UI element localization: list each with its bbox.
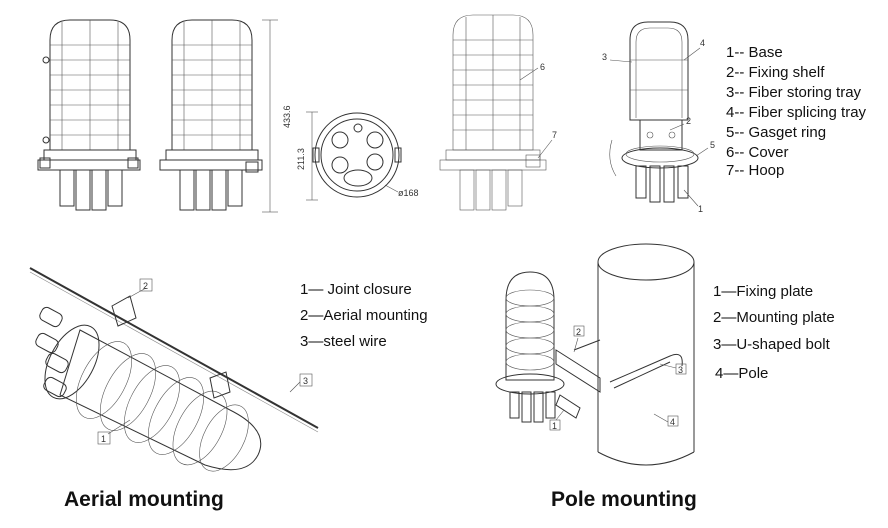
aerial-legend-item-joint-closure: 1— Joint closure	[300, 281, 412, 298]
pole-legend-item-u-shaped-bolt: 3—U-shaped bolt	[713, 336, 830, 353]
aerial-callout-2: 2	[143, 281, 148, 291]
exploded-callout-3: 3	[602, 52, 607, 62]
exploded-callout-2: 2	[686, 116, 691, 126]
aerial-caption: Aerial mounting	[64, 488, 224, 511]
dimension-diameter-label: ø168	[398, 188, 419, 198]
pole-legend-item-fixing-plate: 1—Fixing plate	[713, 283, 814, 300]
pole-callout-4: 4	[670, 417, 675, 427]
spec-legend: 1-- Base 2-- Fixing shelf 3-- Fiber stor…	[726, 44, 866, 180]
spec-legend-item-cover: 6-- Cover	[726, 144, 789, 161]
side-callout-7: 7	[552, 130, 557, 140]
aerial-callout-1: 1	[101, 434, 106, 444]
pole-mounting-hardware	[555, 339, 683, 419]
pole-legend-item-mounting-plate: 2—Mounting plate	[713, 309, 835, 326]
aerial-legend-item-steel-wire: 3—steel wire	[300, 333, 387, 350]
side-callout-6: 6	[540, 62, 545, 72]
spec-legend-item-fixing-shelf: 2-- Fixing shelf	[726, 64, 825, 81]
spec-legend-item-fiber-splicing-tray: 4-- Fiber splicing tray	[726, 104, 867, 121]
pole-callout-2: 2	[576, 327, 581, 337]
exploded-callout-4: 4	[700, 38, 705, 48]
pole-closure-body	[495, 271, 565, 423]
exploded-view-body	[609, 21, 699, 203]
pole-callout-1: 1	[552, 421, 557, 431]
dimension-height: 433.6	[262, 19, 292, 213]
spec-legend-item-fiber-storing-tray: 3-- Fiber storing tray	[726, 84, 862, 101]
bottom-view-body	[312, 112, 402, 198]
pole-callout-3: 3	[678, 365, 683, 375]
front-view-1-body	[37, 19, 141, 211]
aerial-legend-item-aerial-mounting: 2—Aerial mounting	[300, 307, 428, 324]
aerial-callout-3: 3	[303, 376, 308, 386]
exploded-callout-5: 5	[710, 140, 715, 150]
spec-legend-item-hoop: 7-- Hoop	[726, 162, 785, 179]
spec-legend-item-base: 1-- Base	[726, 44, 783, 61]
aerial-legend: 1— Joint closure 2—Aerial mounting 3—ste…	[300, 281, 428, 350]
steel-wire	[29, 267, 319, 429]
front-view-2-body	[159, 19, 263, 211]
side-view-body	[439, 14, 547, 211]
spec-legend-item-gasget-ring: 5-- Gasget ring	[726, 124, 827, 141]
pole-legend: 1—Fixing plate 2—Mounting plate 3—U-shap…	[713, 283, 835, 382]
pole-caption: Pole mounting	[551, 488, 697, 511]
pole	[597, 243, 695, 466]
exploded-callout-1: 1	[698, 204, 703, 214]
aerial-closure-body	[35, 295, 262, 472]
dimension-base-height-label: 211.3	[296, 148, 306, 170]
dimension-height-label: 433.6	[282, 105, 292, 128]
pole-legend-item-pole: 4—Pole	[715, 365, 769, 382]
dimension-base-height: 211.3	[296, 111, 318, 201]
dimension-diameter: ø168	[384, 184, 419, 198]
